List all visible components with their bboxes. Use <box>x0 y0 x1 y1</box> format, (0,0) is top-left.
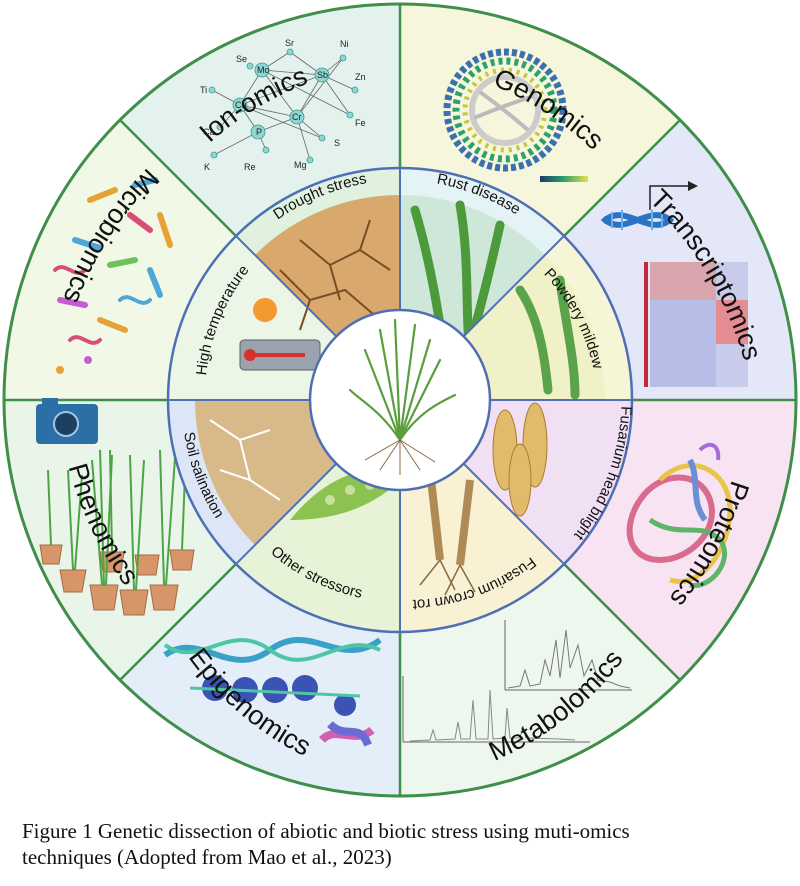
caption-line-1: Figure 1 Genetic dissection of abiotic a… <box>22 819 630 843</box>
ion-label-p: P <box>256 127 262 137</box>
ion-label-ni: Ni <box>340 39 349 49</box>
ion-label-k: K <box>204 162 210 172</box>
ion-label-sr: Sr <box>285 38 294 48</box>
ion-label-mo: Mo <box>257 65 270 75</box>
ion-label-cr: Cr <box>292 112 302 122</box>
ion-label-re: Re <box>244 162 256 172</box>
ion-label-fe: Fe <box>355 118 366 128</box>
chromatin-illustration <box>163 637 382 747</box>
circos-plot-illustration <box>443 48 588 182</box>
ion-label-ca: Ca <box>203 127 215 137</box>
ion-label-s: S <box>334 138 340 148</box>
protein-structure-illustration <box>626 442 733 588</box>
ion-label-sb: Sb <box>317 70 328 80</box>
ion-label-zn: Zn <box>355 72 366 82</box>
ion-label-se: Se <box>236 54 247 64</box>
ion-network-illustration <box>208 48 359 164</box>
ion-label-cu: Cu <box>235 100 247 110</box>
multi-omics-wheel: Ion-omics Genomics Transcriptomics Prote… <box>2 2 798 798</box>
ion-label-ti: Ti <box>200 85 207 95</box>
microbes-illustration <box>53 177 173 374</box>
phenotyping-illustration <box>36 398 195 616</box>
caption-line-2: techniques (Adopted from Mao et al., 202… <box>22 845 392 869</box>
figure-caption: Figure 1 Genetic dissection of abiotic a… <box>22 818 792 870</box>
dna-heatmap-illustration <box>600 181 748 387</box>
mass-spectra-illustration <box>402 620 632 743</box>
ion-label-mg: Mg <box>294 160 307 170</box>
ion-element-labels: Se Sr Ni Mo Sb Zn Ti Cu Cr Fe Ca P S K R… <box>200 38 366 172</box>
wheat-plant-illustration <box>348 318 457 475</box>
stress-wheel <box>166 166 634 634</box>
